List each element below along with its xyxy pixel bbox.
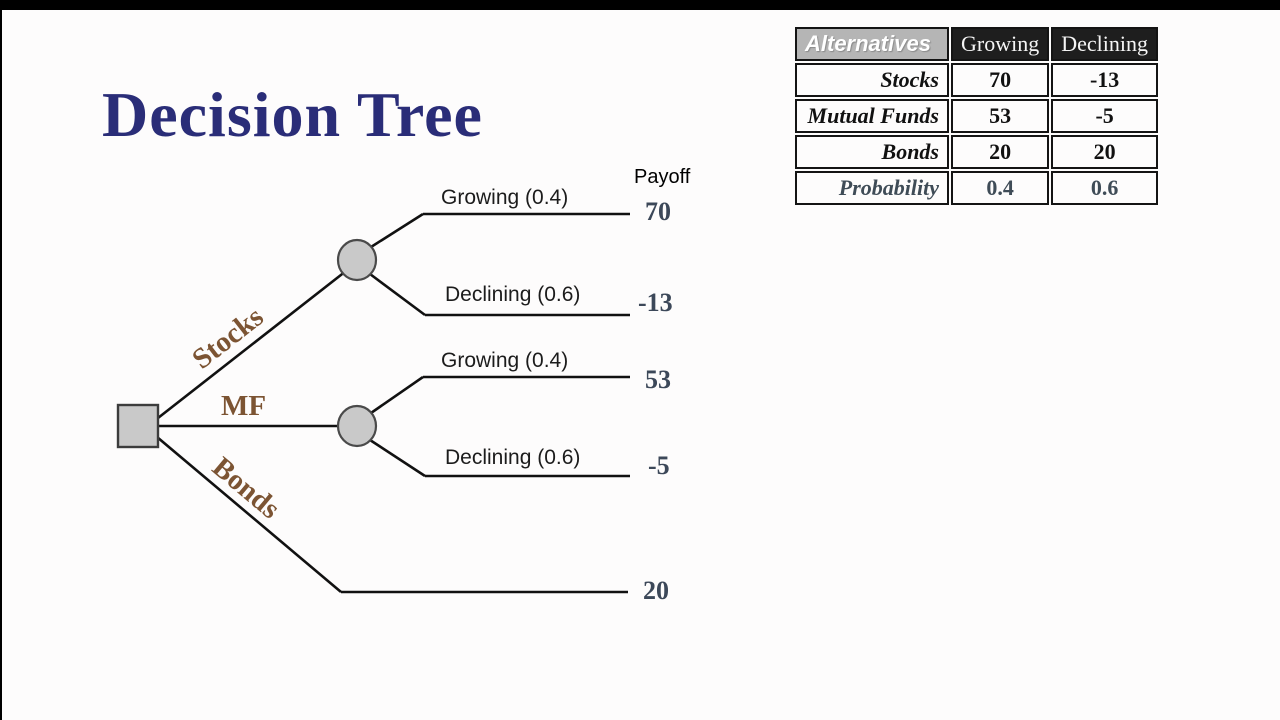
outcome-label-mf-declining: Declining (0.6) bbox=[445, 446, 581, 469]
row-label-probability: Probability bbox=[795, 171, 949, 205]
row-label-mutual-funds: Mutual Funds bbox=[795, 99, 949, 133]
branch-line-stocks-growing bbox=[370, 212, 424, 249]
cell-mutual-funds-growing: 53 bbox=[951, 99, 1050, 133]
page-title: Decision Tree bbox=[102, 78, 483, 150]
top-black-bar bbox=[0, 0, 1280, 10]
cell-mutual-funds-declining: -5 bbox=[1051, 99, 1158, 133]
branch-line-stocks-declining bbox=[369, 272, 426, 317]
table-row-stocks: Stocks 70 -13 bbox=[795, 63, 1158, 97]
payoff-column-header: Payoff bbox=[634, 166, 691, 188]
chance-node-mf bbox=[336, 404, 378, 448]
payoff-value-stocks-declining: -13 bbox=[638, 288, 673, 317]
payoff-value-mf-declining: -5 bbox=[648, 451, 670, 480]
branch-line-bonds bbox=[156, 436, 342, 593]
row-label-stocks: Stocks bbox=[795, 63, 949, 97]
table-row-mutual-funds: Mutual Funds 53 -5 bbox=[795, 99, 1158, 133]
payoff-value-bonds: 20 bbox=[643, 576, 669, 605]
table-header-alternatives: Alternatives bbox=[795, 27, 949, 61]
branch-line-mf-growing bbox=[370, 375, 424, 415]
table-row-bonds: Bonds 20 20 bbox=[795, 135, 1158, 169]
branch-label-mf: MF bbox=[221, 390, 267, 422]
cell-probability-declining: 0.6 bbox=[1051, 171, 1158, 205]
payoff-value-stocks-growing: 70 bbox=[645, 197, 671, 226]
cell-bonds-declining: 20 bbox=[1051, 135, 1158, 169]
row-label-bonds: Bonds bbox=[795, 135, 949, 169]
chance-node-stocks bbox=[336, 238, 378, 282]
outcome-label-stocks-declining: Declining (0.6) bbox=[445, 283, 581, 306]
outcome-label-stocks-growing: Growing (0.4) bbox=[441, 186, 569, 209]
decision-node-square bbox=[116, 403, 160, 449]
cell-bonds-growing: 20 bbox=[951, 135, 1050, 169]
branch-line-mf-declining bbox=[369, 438, 426, 478]
left-edge-line bbox=[0, 0, 2, 720]
table-header-declining: Declining bbox=[1051, 27, 1158, 61]
branch-line-stocks bbox=[157, 269, 347, 420]
table-header-growing: Growing bbox=[951, 27, 1050, 61]
payoff-value-mf-growing: 53 bbox=[645, 365, 671, 394]
cell-probability-growing: 0.4 bbox=[951, 171, 1050, 205]
cell-stocks-growing: 70 bbox=[951, 63, 1050, 97]
table-row-probability: Probability 0.4 0.6 bbox=[795, 171, 1158, 205]
outcome-label-mf-growing: Growing (0.4) bbox=[441, 349, 569, 372]
payoff-table: Alternatives Growing Declining Stocks 70… bbox=[793, 25, 1160, 207]
cell-stocks-declining: -13 bbox=[1051, 63, 1158, 97]
table-header-row: Alternatives Growing Declining bbox=[795, 27, 1158, 61]
